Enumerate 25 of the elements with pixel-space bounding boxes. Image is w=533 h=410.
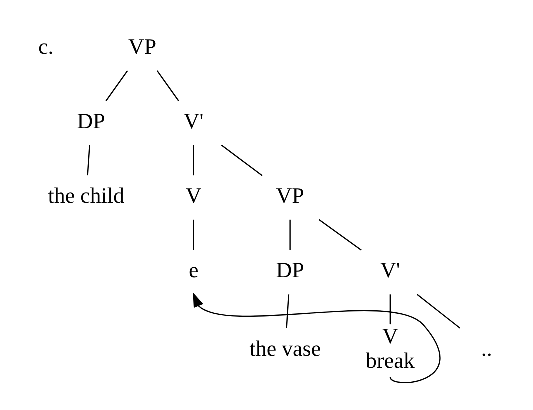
connector <box>87 145 90 176</box>
connector <box>106 70 128 102</box>
connector <box>318 219 362 251</box>
connector <box>286 294 290 328</box>
node-text: V <box>186 183 202 208</box>
connector <box>156 70 180 102</box>
node-text: the child <box>48 183 125 208</box>
connector <box>416 294 461 329</box>
node-text: DP <box>276 258 304 283</box>
node-text: V break <box>366 324 415 374</box>
node-text: DP <box>77 108 106 134</box>
node-text: VP <box>276 183 304 208</box>
connector <box>390 294 392 325</box>
node-text: V' <box>184 108 204 134</box>
node-text: VP <box>128 34 157 60</box>
arrow <box>193 292 441 384</box>
node-text: V' <box>380 258 400 283</box>
node-text: e <box>188 258 199 283</box>
connector <box>193 145 194 176</box>
node-text: the vase <box>250 336 322 361</box>
connector <box>290 220 291 250</box>
label: c. <box>38 34 54 60</box>
connector <box>221 144 263 176</box>
connector <box>193 220 194 250</box>
node-text: .. <box>481 336 492 361</box>
